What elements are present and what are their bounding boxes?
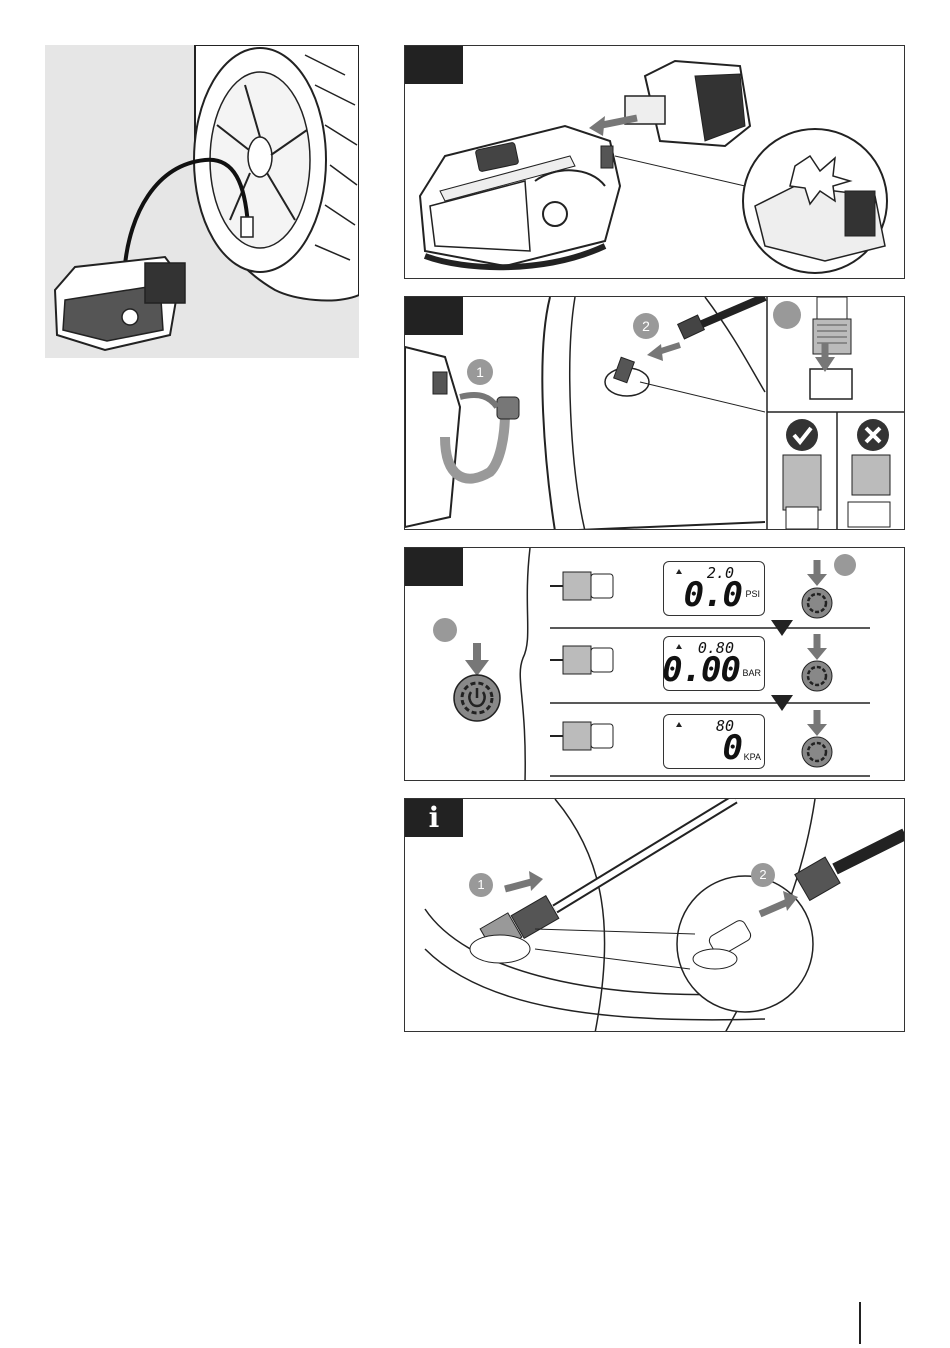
lcd-current-value: 0.0 <box>684 575 742 615</box>
step-2-panel: 2 1 <box>404 296 905 530</box>
lcd-indicator-icon <box>676 722 682 727</box>
hose-disconnect-illustration <box>405 799 905 1032</box>
overview-illustration <box>45 45 359 358</box>
lcd-unit: PSI <box>745 589 760 599</box>
lcd-indicator-icon <box>676 569 682 574</box>
callout-blank <box>773 301 801 329</box>
callout-2-info: 2 <box>751 863 775 887</box>
step-3-panel: 2.0 0.0 PSI 0.80 0.00 BAR 80 0 KPA <box>404 547 905 781</box>
lcd-current-value: 0 <box>723 728 742 768</box>
step-1-panel <box>404 45 905 279</box>
lcd-indicator-icon <box>676 644 682 649</box>
lcd-display-bar: 0.80 0.00 BAR <box>663 636 765 691</box>
page-marker-bar <box>859 1302 861 1344</box>
compressor-and-tire-illustration <box>45 45 359 358</box>
lcd-current-value: 0.00 <box>662 650 740 690</box>
lcd-display-psi: 2.0 0.0 PSI <box>663 561 765 616</box>
battery-insertion-illustration <box>405 46 905 279</box>
callout-1-info: 1 <box>469 873 493 897</box>
settings-illustration <box>405 548 905 781</box>
lcd-unit: BAR <box>742 668 761 678</box>
lcd-unit: KPA <box>744 752 761 762</box>
lcd-display-kpa: 80 0 KPA <box>663 714 765 769</box>
callout-2-step: 2 <box>633 313 659 339</box>
callout-1-step: 1 <box>467 359 493 385</box>
info-panel: i 1 2 <box>404 798 905 1032</box>
